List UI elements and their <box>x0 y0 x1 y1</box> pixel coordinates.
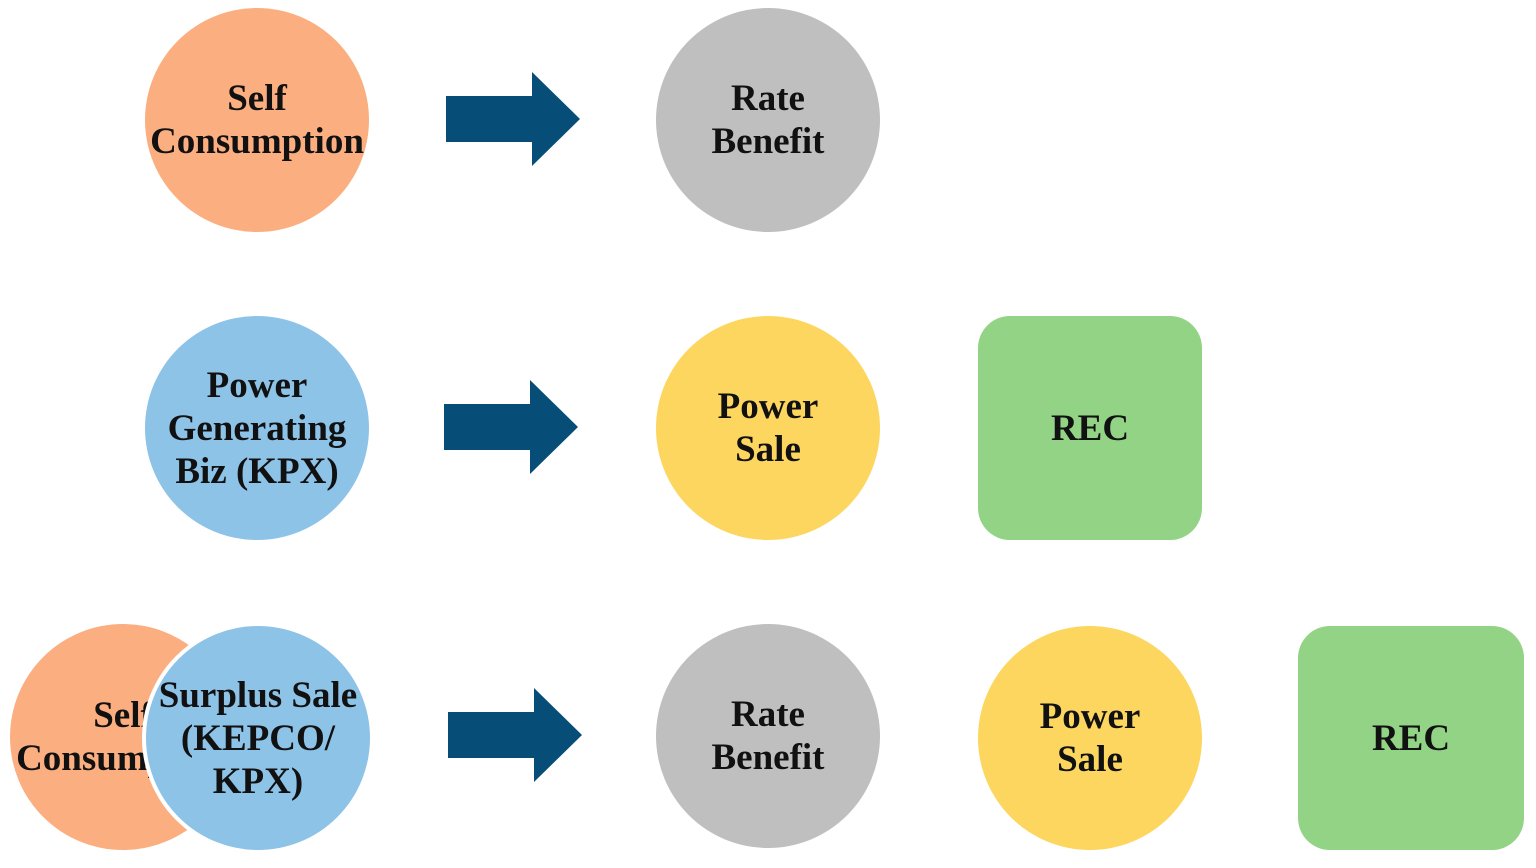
rate-benefit-node: Rate Benefit <box>656 624 880 848</box>
self-consumption-label: Self Consumption <box>150 78 364 162</box>
power-generating-biz-label: Power Generating Biz (KPX) <box>167 364 347 492</box>
arrow-right-icon <box>444 380 578 474</box>
rate-benefit-label: Rate Benefit <box>711 694 825 778</box>
overlapping-sources: Self Consumption Surplus Sale (KEPCO/ KP… <box>10 622 374 854</box>
power-sale-node: Power Sale <box>656 316 880 540</box>
surplus-sale-node: Surplus Sale (KEPCO/ KPX) <box>142 622 374 854</box>
power-generating-biz-node: Power Generating Biz (KPX) <box>145 316 369 540</box>
rate-benefit-node: Rate Benefit <box>656 8 880 232</box>
rate-benefit-label: Rate Benefit <box>711 78 825 162</box>
arrow-right-icon <box>446 72 580 166</box>
surplus-sale-label: Surplus Sale (KEPCO/ KPX) <box>158 674 358 802</box>
power-sale-label: Power Sale <box>717 386 819 470</box>
self-consumption-node: Self Consumption <box>145 8 369 232</box>
rec-node: REC <box>978 316 1202 540</box>
power-sale-label: Power Sale <box>1039 696 1141 780</box>
rec-label: REC <box>1371 717 1451 759</box>
rec-node: REC <box>1298 626 1524 850</box>
arrow-right-icon <box>448 688 582 782</box>
rec-label: REC <box>1050 407 1130 449</box>
power-sale-node: Power Sale <box>978 626 1202 850</box>
